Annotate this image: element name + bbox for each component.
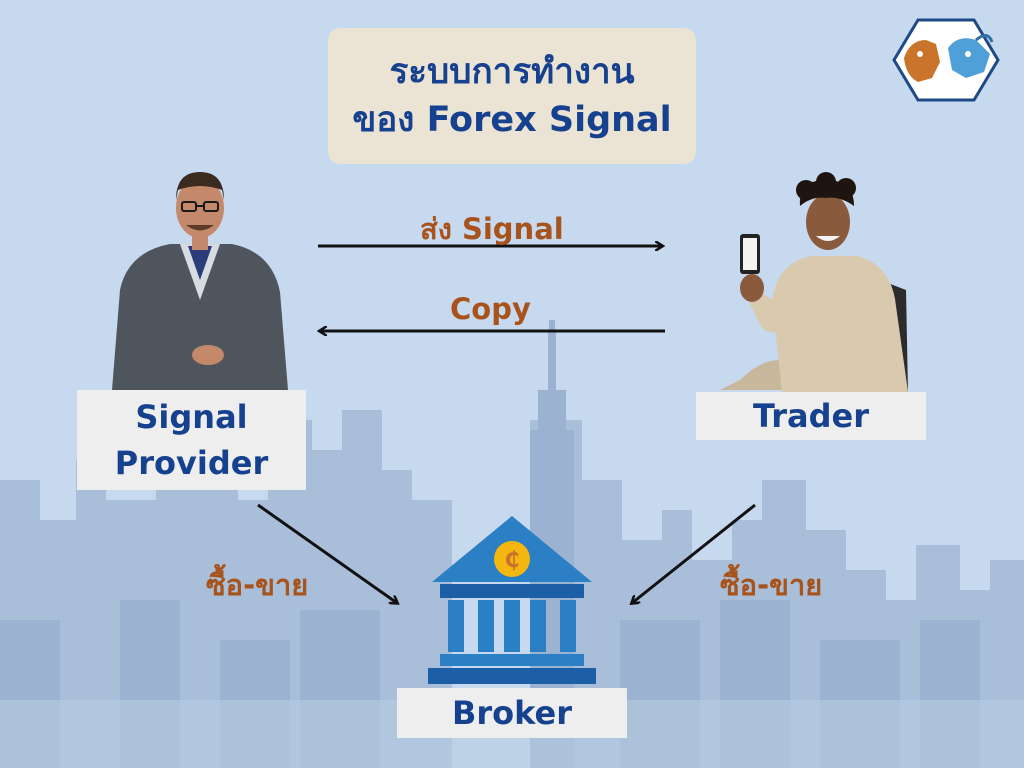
bull-bear-logo [892,18,1000,102]
provider-buy-sell-label: ซื้อ-ขาย [206,568,309,602]
signal-provider-box: Signal Provider [77,390,306,490]
provider-label-line-1: Signal [135,398,248,436]
title-line-2: ของ Forex Signal [352,100,672,140]
broker-label: Broker [451,694,573,732]
trader-label: Trader [752,397,870,435]
provider-label-line-2: Provider [114,444,269,482]
title-line-1: ระบบการทำงาน [389,52,635,92]
copy-label: Copy [450,292,531,326]
broker-box: Broker [397,688,627,738]
trader-buy-sell-label: ซื้อ-ขาย [720,568,823,602]
send-signal-label: ส่ง Signal [420,212,564,246]
trader-box: Trader [696,392,926,440]
title-box: ระบบการทำงาน ของ Forex Signal [328,28,696,164]
